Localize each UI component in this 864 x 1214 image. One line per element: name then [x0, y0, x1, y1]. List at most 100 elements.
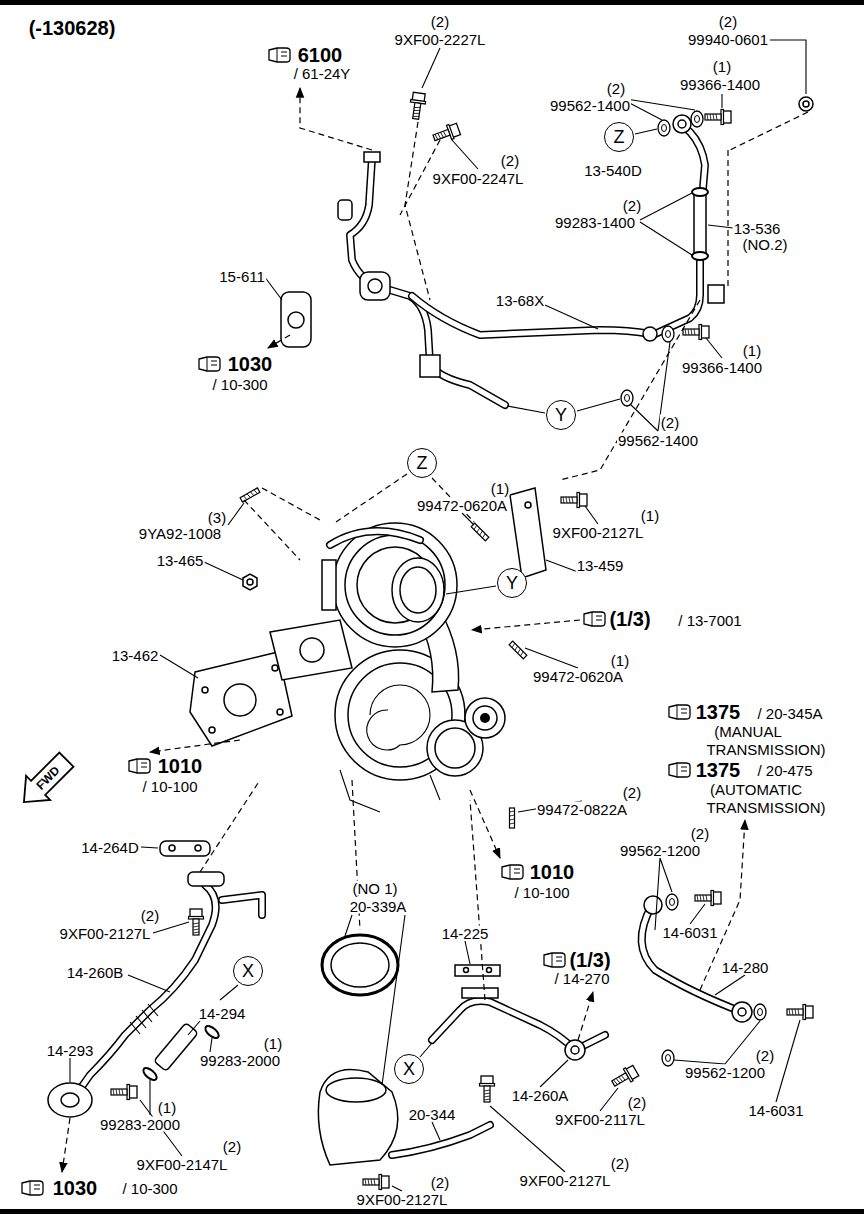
- gasket: [288, 312, 304, 328]
- heat-insulator: [525, 502, 531, 508]
- oil-return-pipe: [222, 895, 262, 915]
- turbocharger: [330, 531, 420, 545]
- reference-number: / 20-475: [756, 763, 813, 778]
- oil-pipe: [738, 1008, 746, 1016]
- dashed-guide-line: [150, 740, 240, 752]
- reference-icon: [22, 48, 690, 1195]
- part-number: 14-6031: [661, 925, 718, 940]
- reference-number: 1030: [52, 1178, 99, 1198]
- part-number: 13-465: [156, 553, 205, 568]
- turbocharger: [300, 638, 324, 662]
- turbocharger: [340, 770, 440, 812]
- fastener: [240, 488, 260, 502]
- leader-line: [706, 338, 722, 358]
- oil-return-pipe: [78, 885, 216, 1092]
- water-pipe-assembly: [708, 285, 724, 303]
- leader-line: [585, 506, 598, 524]
- water-pipe-assembly: [692, 188, 708, 196]
- part-number: 14-293: [46, 1043, 95, 1058]
- oil-pipe: [666, 894, 678, 910]
- fastener: [240, 92, 813, 828]
- oil-return-pipe: [130, 1004, 158, 1034]
- quantity-note: (2): [622, 785, 642, 800]
- water-pipe-assembly: [350, 158, 505, 405]
- leader-line: [525, 648, 578, 668]
- note: (AUTOMATIC: [709, 782, 803, 797]
- reference-number: / 61-24Y: [293, 66, 352, 81]
- reference-number: / 10-100: [513, 885, 570, 900]
- heat-insulator: [510, 488, 546, 578]
- reference-icon: [584, 612, 605, 626]
- reference-number: 1375: [695, 760, 742, 780]
- gasket: [281, 292, 311, 347]
- oil-feed-pipe: [462, 988, 498, 998]
- air-duct: [331, 943, 389, 987]
- part-number: 14-264D: [80, 840, 140, 855]
- water-pipe-assembly: [655, 262, 700, 334]
- part-number: 99472-0620A: [416, 498, 508, 513]
- fastener: [705, 110, 731, 125]
- reference-icon: [129, 759, 150, 773]
- quantity-note: (2): [140, 908, 160, 923]
- dashed-guide-line: [727, 150, 728, 288]
- water-pipe-assembly: [694, 190, 706, 258]
- oil-pipe: [642, 891, 813, 1067]
- part-number: 9XF00-2127L: [59, 926, 152, 941]
- oil-return-pipe: [188, 872, 224, 886]
- water-pipe-assembly: [420, 355, 440, 377]
- note: (NO 1): [352, 881, 399, 896]
- reference-circle: Y: [546, 400, 576, 430]
- part-number: 9XF00-2127L: [519, 1173, 612, 1188]
- turbocharger: [400, 567, 436, 613]
- part-number: 13-68X: [495, 293, 545, 308]
- part-number: 9XF00-2247L: [432, 171, 525, 186]
- dashed-guide-line: [268, 335, 290, 348]
- water-pipe-assembly: [673, 115, 691, 133]
- reference-icon: [669, 705, 690, 719]
- leader-line: [635, 129, 657, 134]
- note: (MANUAL: [713, 724, 783, 739]
- leader-line: [462, 513, 474, 525]
- reference-number: 1010: [529, 862, 576, 882]
- quantity-note: (1): [712, 59, 732, 74]
- reference-circle: Y: [497, 568, 527, 598]
- leader-line: [452, 140, 478, 169]
- quantity-note: (2): [718, 14, 738, 29]
- leader-line: [220, 985, 238, 1000]
- quantity-note: (1): [742, 343, 762, 358]
- turbocharger: [270, 620, 352, 680]
- leader-line: [600, 1088, 618, 1111]
- air-duct: [322, 935, 398, 995]
- part-number: 14-260B: [66, 965, 125, 980]
- reference-number: / 20-345A: [756, 706, 823, 721]
- leader-line: [776, 1020, 800, 1102]
- air-duct: [318, 1070, 397, 1166]
- reference-number: 1010: [157, 756, 204, 776]
- dashed-guide-line: [560, 300, 700, 480]
- part-number: 9XF00-2227L: [394, 32, 487, 47]
- part-number: 15-611: [218, 269, 266, 284]
- turbine-gasket: [202, 687, 208, 693]
- water-pipe-assembly: [655, 262, 700, 334]
- dashed-guide-line: [62, 88, 808, 1172]
- oil-pipe: [787, 1005, 813, 1020]
- leader-line: [264, 276, 282, 300]
- heat-insulator: [510, 488, 546, 578]
- reference-number: 1375: [695, 702, 742, 722]
- quantity-note: (2): [610, 1156, 630, 1171]
- reference-letter: Y: [555, 406, 567, 424]
- oil-feed-pipe: [480, 1076, 495, 1102]
- leader-line: [465, 941, 470, 964]
- oil-feed-pipe: [464, 968, 469, 973]
- leader-line: [545, 305, 598, 329]
- quantity-note: (2): [755, 1048, 775, 1063]
- reference-number: / 10-100: [141, 779, 198, 794]
- oil-return-pipe: [222, 895, 262, 915]
- turbocharger: [330, 531, 420, 545]
- reference-number: / 10-300: [121, 1181, 178, 1196]
- note: (NO.2): [742, 237, 789, 252]
- front-arrow: [12, 748, 78, 814]
- leader-line: [210, 1038, 212, 1052]
